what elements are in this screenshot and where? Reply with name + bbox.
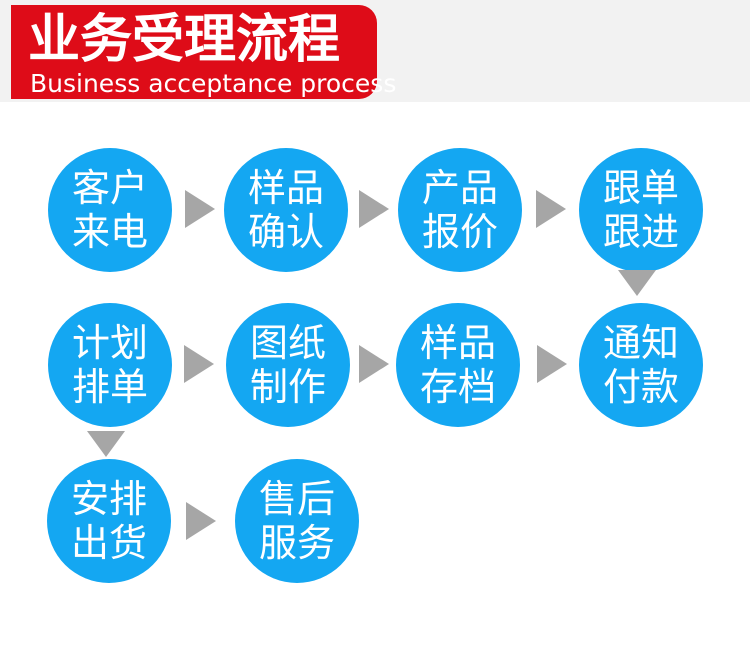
header-band: 业务受理流程 Business acceptance process <box>0 0 750 102</box>
arrow-right-icon <box>537 345 567 383</box>
step-label-line: 售后 <box>258 477 335 521</box>
step-label-line: 跟单 <box>602 166 679 210</box>
page-title: 业务受理流程 <box>28 10 341 70</box>
arrow-right-icon <box>536 190 566 228</box>
step-label-line: 制作 <box>249 365 326 409</box>
step-label-line: 来电 <box>71 210 148 254</box>
flow-step-product-quote: 产品 报价 <box>398 148 522 272</box>
step-label-line: 客户 <box>71 166 148 210</box>
arrow-down-icon <box>87 431 125 457</box>
step-label-line: 图纸 <box>249 321 326 365</box>
arrow-right-icon <box>359 190 389 228</box>
step-label-line: 安排 <box>70 477 147 521</box>
flow-step-sample-confirm: 样品 确认 <box>224 148 348 272</box>
step-label-line: 存档 <box>419 365 496 409</box>
flow-step-customer-call: 客户 来电 <box>48 148 172 272</box>
step-label-line: 付款 <box>602 365 679 409</box>
flow-step-payment-notice: 通知 付款 <box>579 303 703 427</box>
step-label-line: 产品 <box>421 166 498 210</box>
flow-step-order-follow: 跟单 跟进 <box>579 148 703 272</box>
flow-step-plan-schedule: 计划 排单 <box>48 303 172 427</box>
flow-step-drawing-make: 图纸 制作 <box>226 303 350 427</box>
arrow-right-icon <box>185 190 215 228</box>
arrow-right-icon <box>359 345 389 383</box>
title-banner: 业务受理流程 Business acceptance process <box>11 5 397 99</box>
step-label-line: 出货 <box>70 521 147 565</box>
step-label-line: 确认 <box>247 210 324 254</box>
step-label-line: 报价 <box>421 210 498 254</box>
flow-step-after-sales: 售后 服务 <box>235 459 359 583</box>
step-label-line: 计划 <box>71 321 148 365</box>
step-label-line: 排单 <box>71 365 148 409</box>
flow-step-sample-archive: 样品 存档 <box>396 303 520 427</box>
page-subtitle: Business acceptance process <box>30 69 397 98</box>
step-label-line: 样品 <box>247 166 324 210</box>
step-label-line: 跟进 <box>602 210 679 254</box>
arrow-right-icon <box>186 502 216 540</box>
step-label-line: 服务 <box>258 521 335 565</box>
step-label-line: 样品 <box>419 321 496 365</box>
flow-step-arrange-shipment: 安排 出货 <box>47 459 171 583</box>
arrow-down-icon <box>618 270 656 296</box>
arrow-right-icon <box>184 345 214 383</box>
step-label-line: 通知 <box>602 321 679 365</box>
